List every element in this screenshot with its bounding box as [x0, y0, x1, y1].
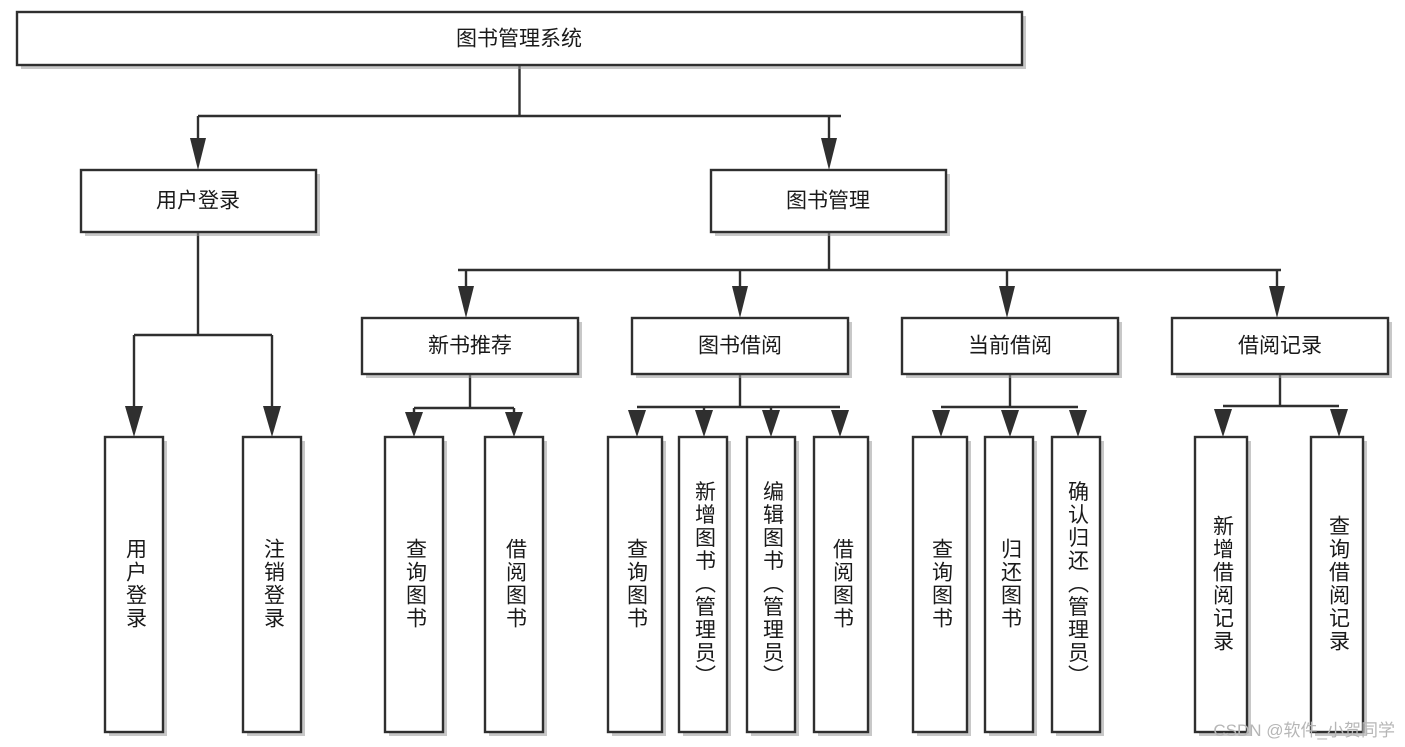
- node-leaf5[interactable]: 查询图书: [606, 435, 666, 736]
- node-login-label: 用户登录: [156, 190, 240, 213]
- node-leaf2-label: 注销登录: [261, 538, 285, 630]
- arrow-login: [190, 138, 206, 170]
- arrow-leaf11: [1069, 410, 1087, 437]
- node-leaf8[interactable]: 借阅图书: [812, 435, 872, 736]
- node-leaf3[interactable]: 查询图书: [383, 435, 447, 736]
- node-leaf5-label: 查询图书: [624, 538, 648, 630]
- arrow-leaf2: [263, 406, 281, 437]
- node-leaf4[interactable]: 借阅图书: [483, 435, 547, 736]
- arrow-leaf7: [762, 410, 780, 437]
- arrow-leaf10: [1001, 410, 1019, 437]
- node-records-label: 借阅记录: [1238, 335, 1322, 358]
- node-newbook[interactable]: 新书推荐: [360, 316, 582, 378]
- csdn-watermark: CSDN @软件_小贺同学: [1213, 721, 1395, 740]
- node-leaf6-label: 新增图书（管理员）: [692, 481, 716, 688]
- node-leaf10-label: 归还图书: [998, 538, 1022, 630]
- node-bookmgmt[interactable]: 图书管理: [709, 168, 950, 236]
- node-bookmgmt-label: 图书管理: [786, 190, 870, 213]
- node-leaf13[interactable]: 查询借阅记录: [1309, 435, 1367, 736]
- node-leaf1[interactable]: 用户登录: [103, 435, 167, 736]
- arrow-records: [1269, 286, 1285, 318]
- node-root-label: 图书管理系统: [456, 28, 582, 51]
- node-leaf12[interactable]: 新增借阅记录: [1193, 435, 1251, 736]
- node-leaf13-label: 查询借阅记录: [1326, 515, 1350, 653]
- node-borrow[interactable]: 图书借阅: [630, 316, 852, 378]
- arrow-newbook: [458, 286, 474, 318]
- node-newbook-label: 新书推荐: [428, 335, 512, 358]
- node-leaf3-label: 查询图书: [403, 538, 427, 630]
- node-leaf6[interactable]: 新增图书（管理员）: [677, 435, 731, 736]
- arrow-leaf3: [405, 412, 423, 437]
- arrow-leaf8: [831, 410, 849, 437]
- arrow-leaf13: [1330, 409, 1348, 437]
- node-current-label: 当前借阅: [968, 335, 1052, 358]
- arrow-leaf4: [505, 412, 523, 437]
- arrow-leaf6: [695, 410, 713, 437]
- arrow-leaf1: [125, 406, 143, 437]
- node-leaf7-label: 编辑图书（管理员）: [760, 481, 784, 688]
- node-leaf9-label: 查询图书: [929, 538, 953, 630]
- node-leaf12-label: 新增借阅记录: [1210, 515, 1234, 653]
- node-records[interactable]: 借阅记录: [1170, 316, 1392, 378]
- node-leaf9[interactable]: 查询图书: [911, 435, 971, 736]
- arrow-leaf5: [628, 410, 646, 437]
- arrow-leaf9: [932, 410, 950, 437]
- node-login[interactable]: 用户登录: [79, 168, 320, 236]
- node-root[interactable]: 图书管理系统: [15, 10, 1026, 69]
- arrow-bookmgmt: [821, 138, 837, 170]
- node-leaf7[interactable]: 编辑图书（管理员）: [745, 435, 799, 736]
- node-current[interactable]: 当前借阅: [900, 316, 1122, 378]
- connector-layer: [125, 65, 1348, 437]
- node-leaf8-label: 借阅图书: [830, 538, 854, 630]
- node-leaf11-label: 确认归还（管理员）: [1065, 481, 1089, 688]
- node-leaf4-label: 借阅图书: [503, 538, 527, 630]
- arrow-leaf12: [1214, 409, 1232, 437]
- arrow-borrow: [732, 286, 748, 318]
- arrow-current: [999, 286, 1015, 318]
- node-leaf11[interactable]: 确认归还（管理员）: [1050, 435, 1104, 736]
- node-leaf10[interactable]: 归还图书: [983, 435, 1037, 736]
- node-borrow-label: 图书借阅: [698, 335, 782, 358]
- node-leaf1-label: 用户登录: [123, 538, 147, 630]
- node-leaf2[interactable]: 注销登录: [241, 435, 305, 736]
